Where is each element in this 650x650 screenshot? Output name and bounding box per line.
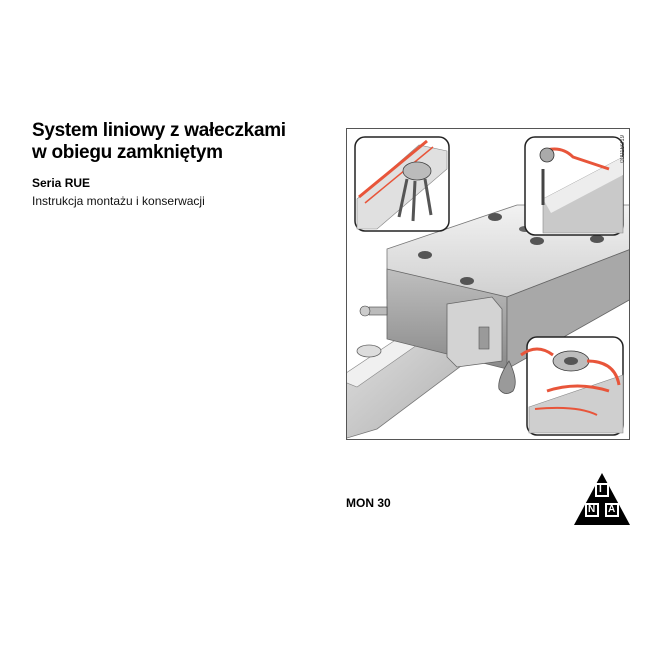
linear-guide-illustration: 00016C19: [346, 128, 630, 440]
ina-logo-shape: [574, 473, 630, 525]
logo-letter-1: I: [599, 484, 602, 495]
logo-letter-2: N: [588, 504, 596, 515]
series-label: Seria RUE: [32, 176, 91, 190]
manual-subtitle: Instrukcja montażu i konserwacji: [32, 194, 205, 208]
figure-code: 00016C19: [620, 135, 626, 163]
document-code: MON 30: [346, 496, 391, 510]
title-line-2: w obiegu zamkniętym: [32, 142, 223, 163]
document-title: System liniowy z wałeczkami w obiegu zam…: [32, 120, 332, 164]
ina-logo: I N A: [574, 473, 630, 525]
illustration-drawing: [347, 136, 629, 439]
logo-letter-3: A: [608, 504, 616, 515]
title-line-1: System liniowy z wałeczkami: [32, 120, 286, 141]
